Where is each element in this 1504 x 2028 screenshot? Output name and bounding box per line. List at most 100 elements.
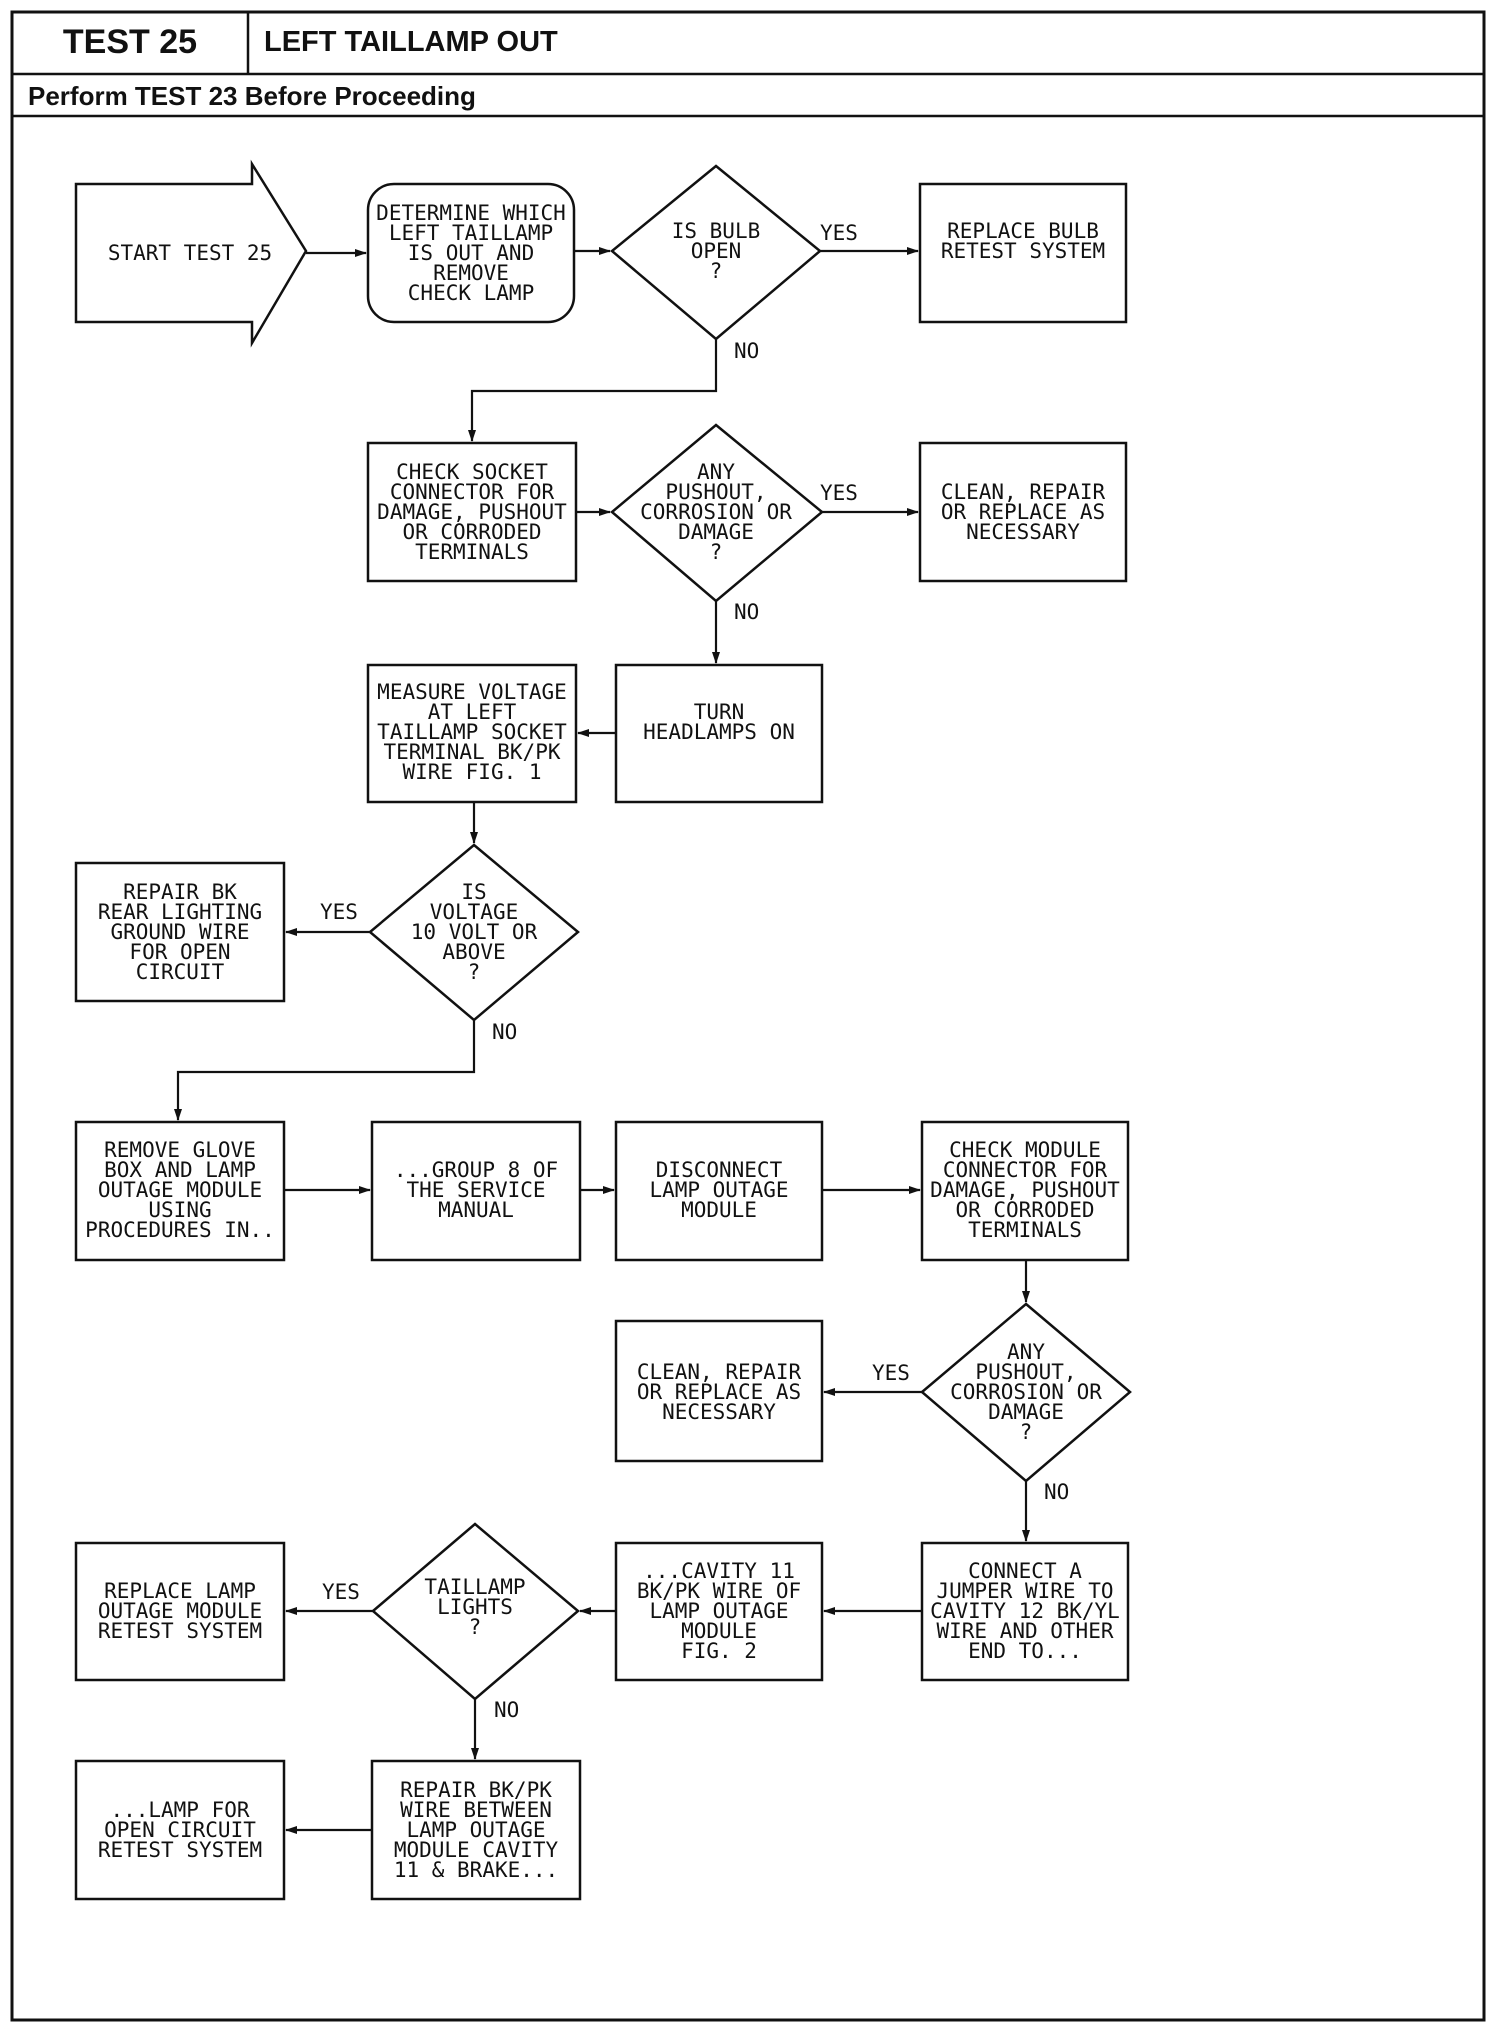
node-text-line: TERMINAL BK/PK: [383, 740, 560, 764]
node-text-line: CONNECTOR FOR: [943, 1158, 1108, 1182]
start-label: START TEST 25: [108, 241, 272, 265]
no-label: NO: [492, 1020, 517, 1044]
node-text-line: TURN: [694, 700, 745, 724]
node-text-line: START TEST 25: [108, 241, 272, 265]
node-text-line: PROCEDURES IN..: [85, 1218, 275, 1242]
node-text-line: LEFT TAILLAMP: [389, 221, 553, 245]
node-text-line: CORROSION OR: [950, 1380, 1102, 1404]
node-text-line: CLEAN, REPAIR: [941, 480, 1106, 504]
node-text-line: LAMP OUTAGE: [649, 1599, 788, 1623]
node-text-line: RETEST SYSTEM: [98, 1619, 262, 1643]
node-text-line: JUMPER WIRE TO: [936, 1579, 1113, 1603]
node-text-line: MODULE CAVITY: [394, 1838, 559, 1862]
node-text-line: CIRCUIT: [136, 960, 225, 984]
node-text-line: ?: [468, 960, 481, 984]
node-text-line: CORROSION OR: [640, 500, 792, 524]
node-text-line: CLEAN, REPAIR: [637, 1360, 802, 1384]
determine-box: [366, 182, 576, 324]
node-text-line: DAMAGE, PUSHOUT: [377, 500, 567, 524]
node-text-line: ?: [469, 1615, 482, 1639]
node-text-line: OR CORRODED: [955, 1198, 1094, 1222]
node-text-line: WIRE AND OTHER: [936, 1619, 1113, 1643]
node-text-line: PUSHOUT,: [665, 480, 766, 504]
node-text-line: CONNECTOR FOR: [390, 480, 555, 504]
node-text-line: AT LEFT: [428, 700, 517, 724]
node-text-line: OR REPLACE AS: [941, 500, 1105, 524]
node-text-line: REAR LIGHTING: [98, 900, 262, 924]
node-text-line: CAVITY 12 BK/YL: [930, 1599, 1120, 1623]
node-text-line: OUTAGE MODULE: [98, 1599, 262, 1623]
test-number: TEST 25: [62, 22, 198, 61]
node-text-line: REPAIR BK: [123, 880, 237, 904]
node-text-line: LAMP OUTAGE: [649, 1178, 788, 1202]
node-text-line: ...GROUP 8 OF: [394, 1158, 558, 1182]
node-text-line: ?: [710, 540, 723, 564]
node-text-line: ANY: [1007, 1340, 1045, 1364]
node-text-line: REPLACE BULB: [947, 219, 1099, 243]
repair-ground-box: [74, 861, 286, 1003]
node-text-line: MODULE: [681, 1619, 757, 1643]
node-text-line: 10 VOLT OR: [411, 920, 538, 944]
node-text-line: IS OUT AND: [408, 241, 534, 265]
node-text-line: IS BULB: [672, 219, 761, 243]
node-text-line: BOX AND LAMP: [104, 1158, 256, 1182]
node-text-line: REMOVE GLOVE: [104, 1138, 256, 1162]
node-text-line: DAMAGE, PUSHOUT: [930, 1178, 1120, 1202]
remove-glove-box: [74, 1120, 286, 1262]
node-text-line: ABOVE: [442, 940, 505, 964]
node-text-line: CHECK SOCKET: [396, 460, 548, 484]
test-title: LEFT TAILLAMP OUT: [264, 25, 558, 58]
node-text-line: FOR OPEN: [129, 940, 230, 964]
no-label: NO: [734, 600, 759, 624]
node-text-line: DETERMINE WHICH: [376, 201, 566, 225]
node-text-line: REPAIR BK/PK: [400, 1778, 552, 1802]
node-text-line: IS: [461, 880, 486, 904]
start-arrow-shape: [74, 159, 308, 348]
yes-label: YES: [820, 221, 858, 245]
replace-bulb-box: [918, 182, 1128, 324]
node-text-line: ?: [1020, 1420, 1033, 1444]
node-text-line: RETEST SYSTEM: [941, 239, 1105, 263]
node-text-line: VOLTAGE: [430, 900, 519, 924]
node-text-line: NECESSARY: [966, 520, 1080, 544]
node-text-line: TAILLAMP SOCKET: [377, 720, 567, 744]
node-text-line: OPEN CIRCUIT: [104, 1818, 256, 1842]
edge-labels: YES NO YES NO YES NO YES NO YES NO: [320, 221, 1069, 1722]
node-text-line: REMOVE: [433, 261, 509, 285]
shapes: [74, 159, 1132, 1901]
node-text-line: WIRE FIG. 1: [402, 760, 541, 784]
node-text-line: DAMAGE: [988, 1400, 1064, 1424]
node-text-line: PUSHOUT,: [975, 1360, 1076, 1384]
node-text-line: GROUND WIRE: [110, 920, 249, 944]
prerequisite-note: Perform TEST 23 Before Proceeding: [28, 80, 476, 111]
node-text-line: THE SERVICE: [406, 1178, 545, 1202]
node-text-line: END TO...: [968, 1639, 1082, 1663]
connectors: [174, 247, 1030, 1834]
node-text-line: LIGHTS: [437, 1595, 513, 1619]
no-label: NO: [494, 1698, 519, 1722]
measure-voltage-box: [366, 663, 578, 804]
node-text-line: BK/PK WIRE OF: [637, 1579, 801, 1603]
node-text-line: DISCONNECT: [656, 1158, 783, 1182]
disconnect-box: [614, 1120, 824, 1262]
yes-label: YES: [320, 900, 358, 924]
node-text-line: OR REPLACE AS: [637, 1380, 801, 1404]
